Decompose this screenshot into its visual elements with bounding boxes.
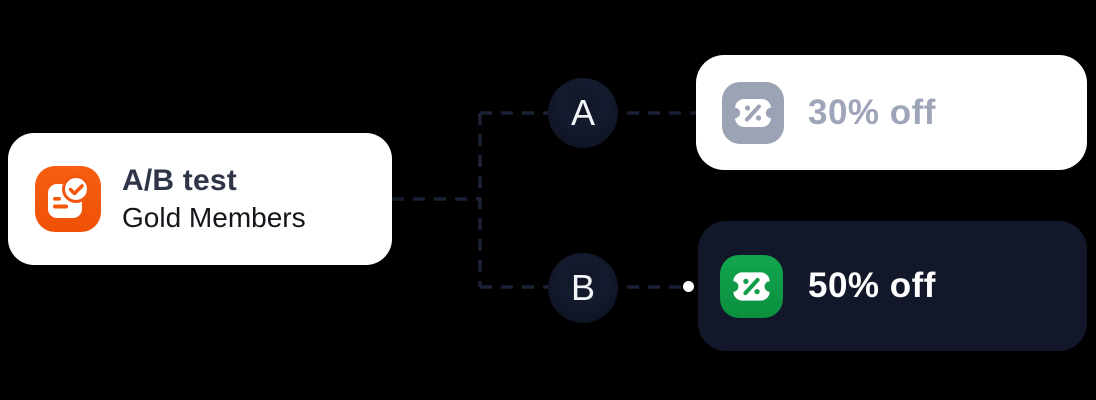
branch-a-node[interactable]: A — [548, 78, 618, 148]
source-subtitle: Gold Members — [122, 202, 306, 234]
connector-endpoint-dot — [683, 281, 694, 292]
branch-b-node[interactable]: B — [548, 253, 618, 323]
source-title: A/B test — [122, 164, 237, 198]
branch-b-label: B — [570, 267, 595, 308]
variant-a-offer-label: 30% off — [808, 92, 936, 132]
ab-test-source-card[interactable]: A/B test Gold Members — [8, 133, 392, 265]
coupon-icon-active — [720, 254, 783, 318]
variant-b-card[interactable]: 50% off — [698, 221, 1087, 351]
ab-test-icon — [35, 166, 101, 232]
variant-b-offer-label: 50% off — [808, 266, 936, 305]
coupon-icon-inactive — [722, 81, 784, 144]
variant-a-card[interactable]: 30% off — [696, 55, 1087, 170]
branch-a-label: A — [570, 92, 595, 133]
